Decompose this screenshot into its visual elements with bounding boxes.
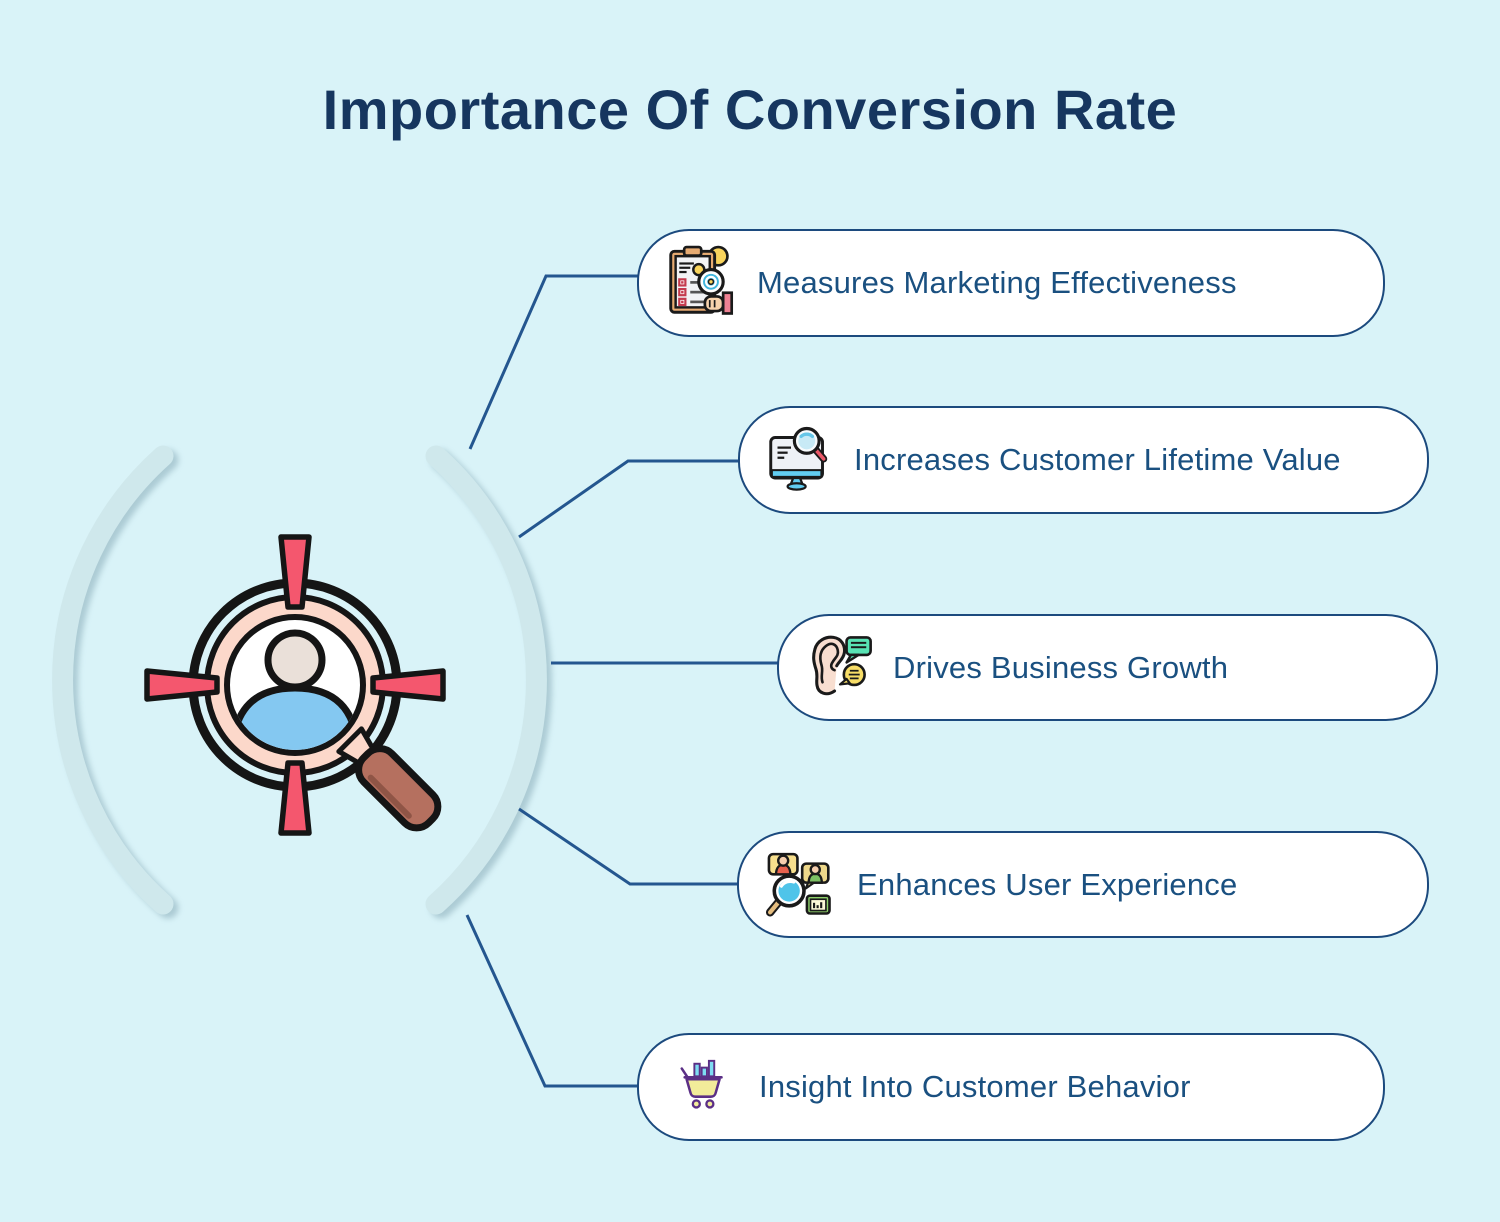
item-card-drives-business-growth: Drives Business Growth (777, 614, 1438, 721)
connector-line-5 (465, 914, 639, 1088)
item-card-insight-into-customer-behavior: Insight Into Customer Behavior (637, 1033, 1385, 1141)
item-label: Insight Into Customer Behavior (759, 1069, 1191, 1104)
item-label: Increases Customer Lifetime Value (854, 442, 1341, 477)
right-parenthesis-arc (425, 445, 547, 915)
person-head (264, 629, 326, 691)
item-label: Enhances User Experience (857, 866, 1238, 902)
item-card-increases-customer-lifetime-value: Increases Customer Lifetime Value (738, 406, 1429, 514)
monitor-magnifier-icon (769, 426, 828, 491)
item-card-enhances-user-experience: Enhances User Experience (737, 831, 1429, 938)
item-card-measures-marketing-effectiveness: Measures Marketing Effectiveness (637, 229, 1385, 337)
shopping-cart-chart-icon (680, 1059, 723, 1109)
item-label: Measures Marketing Effectiveness (757, 265, 1237, 300)
left-parenthesis-arc (52, 445, 174, 915)
crosshair-ticks (144, 534, 446, 836)
connector-line-1 (468, 274, 638, 450)
user-profiles-magnifier-icon (765, 852, 831, 916)
target-customer-magnifier-icon (144, 534, 446, 836)
page-title: Importance Of Conversion Rate (322, 78, 1178, 141)
ear-speech-bubbles-icon (812, 635, 872, 695)
connector-line-2 (518, 459, 740, 539)
magnifier-handle (336, 726, 442, 832)
item-label: Drives Business Growth (893, 649, 1229, 685)
clipboard-checklist-magnifier-icon (669, 245, 734, 315)
connector-line-4 (518, 807, 739, 886)
